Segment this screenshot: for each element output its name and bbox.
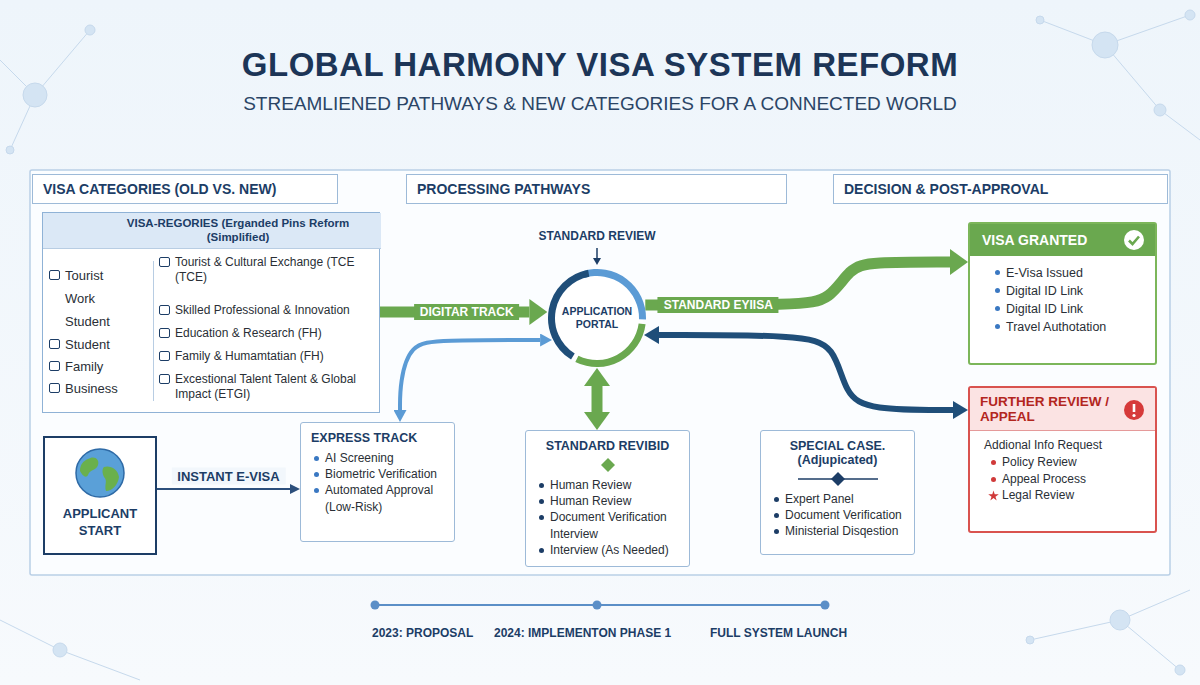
box-heading: STANDARD REVIBID (536, 439, 679, 453)
edge-label: DIGITAR TRACK (414, 304, 520, 320)
category-item: Student (65, 314, 149, 330)
connector (592, 386, 603, 412)
subtitle: STREAMLIENED PATHWAYS & NEW CATEGORIES F… (0, 93, 1200, 115)
panel-heading: VISA-REGORIES (Erganded Pins Reform (Sim… (43, 213, 381, 249)
portal-circle: APPLICATION PORTAL (547, 268, 647, 368)
timeline-label: 2023: PROPOSAL (372, 626, 473, 640)
box-heading: VISA CATEGORIES (OLD VS. NEW) (43, 181, 327, 197)
bullet-item: Digital ID Link (992, 300, 1155, 318)
connector (659, 335, 953, 410)
category-panel: VISA-REGORIES (Erganded Pins Reform (Sim… (42, 212, 380, 413)
category-item: Family & Humamtatian (FH) (175, 349, 373, 364)
bullet-item: AI Screening (311, 450, 444, 466)
diamond-icon (568, 457, 648, 473)
category-item: Tourist (65, 268, 149, 284)
category-item: Business (65, 381, 149, 397)
bullet-item: Legal Review (988, 487, 1155, 504)
bullet-item: Human Review (536, 477, 679, 493)
category-item: Work (65, 291, 149, 307)
box-heading: APPLICATION PORTAL (557, 305, 637, 330)
category-item: Student (65, 337, 149, 353)
edge-label: INSTANT E-VISA (171, 468, 285, 485)
box-heading: APPLICANT START (51, 506, 149, 540)
connector (157, 488, 290, 490)
section-label: STANDARD REVIEW (538, 229, 655, 243)
category-item: Family (65, 359, 149, 375)
section-header: PROCESSING PATHWAYS (406, 174, 787, 204)
result-box: FURTHER REVIEW / APPEALAddional Info Req… (968, 386, 1157, 533)
bullet-item: E-Visa Issued (992, 264, 1155, 282)
category-item: Excestional Talent Talent & Global Impac… (175, 372, 373, 402)
category-item: Skilled Professional & Innovation (175, 303, 373, 318)
bullet-item: Policy Review (988, 454, 1155, 471)
bullet-item: Ministerial Disqestion (771, 523, 904, 539)
category-item: Education & Research (FH) (175, 326, 373, 341)
section-header: VISA CATEGORIES (OLD VS. NEW) (32, 174, 338, 204)
timeline (371, 601, 830, 610)
process-box: STANDARD REVIBID Human ReviewHuman Review… (525, 430, 690, 567)
bullet-item: Addional Info Request (984, 437, 1155, 454)
timeline-label: FULL SYSTEM LAUNCH (710, 626, 847, 640)
box-heading: PROCESSING PATHWAYS (417, 181, 776, 197)
box-heading: EXPRESS TRACK (311, 431, 444, 445)
bullet-item: Appeal Process (988, 471, 1155, 488)
start-box: APPLICANT START (43, 436, 157, 555)
timeline-label: 2024: IMPLEMENTON PHASE 1 (494, 626, 671, 640)
box-heading: DECISION & POST-APPROVAL (844, 181, 1157, 197)
bullet-item: Human Review (536, 493, 679, 509)
diamond-icon (798, 471, 878, 487)
box-heading: SPECIAL CASE. (Adjupicated) (771, 439, 904, 467)
process-box: SPECIAL CASE. (Adjupicated) Expert PanelD… (760, 430, 915, 555)
bullet-item: Expert Panel (771, 491, 904, 507)
bullet-item: Travel Authotation (992, 318, 1155, 336)
bullet-item: Biometric Verification (311, 466, 444, 482)
bullet-item: Digital ID Link (992, 282, 1155, 300)
edge-label: STANDARD EYIISA (658, 297, 779, 313)
bullet-item: Document Verification (771, 507, 904, 523)
alert-icon (1123, 399, 1145, 421)
bullet-item: Interview (As Needed) (536, 542, 679, 558)
title: GLOBAL HARMONY VISA SYSTEM REFORM (0, 46, 1200, 84)
result-box: VISA GRANTEDE-Visa IssuedDigital ID Link… (968, 222, 1157, 365)
section-header: DECISION & POST-APPROVAL (833, 174, 1168, 204)
pointer-arrow (593, 248, 601, 265)
network-decor (0, 10, 1200, 680)
bullet-item: Document Verification Interview (536, 509, 679, 541)
outer-frame (30, 170, 1170, 575)
process-box: EXPRESS TRACK AI ScreeningBiometric Verif… (300, 422, 455, 542)
connector (400, 340, 540, 410)
bullet-item: Automated Approval (Low-Risk) (311, 482, 444, 514)
check-icon (1123, 229, 1145, 251)
category-item: Tourist & Cultural Exchange (TCE (TCE) (175, 255, 373, 285)
globe-icon (74, 447, 126, 499)
